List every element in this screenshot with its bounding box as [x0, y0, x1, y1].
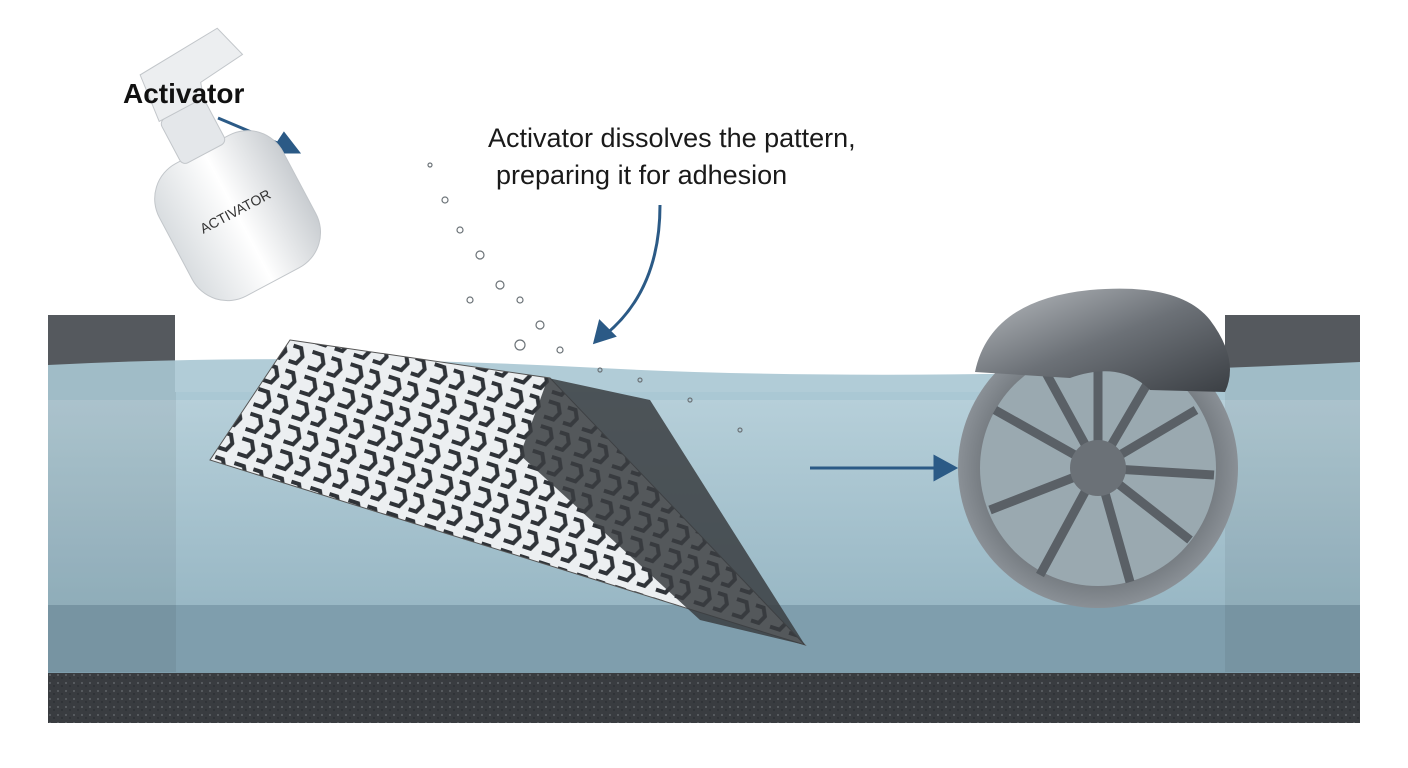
- caption-line-1: Activator dissolves the pattern,: [488, 123, 856, 153]
- arrow-to-wheel: [810, 454, 959, 482]
- wheel-rim: [958, 328, 1238, 608]
- caption-line-2: preparing it for adhesion: [496, 160, 788, 190]
- helmet: [975, 288, 1230, 392]
- caption: Activator dissolves the pattern, prepari…: [488, 120, 856, 194]
- spray-droplets: [427, 162, 743, 433]
- arrow-to-film: [592, 204, 662, 345]
- activator-label: Activator: [123, 78, 245, 109]
- dissolved-film-area: [520, 378, 805, 645]
- tank-glass-right: [1225, 392, 1360, 672]
- spray-bottle: ACTIVATOR: [139, 27, 322, 302]
- tank-glass-left: [48, 392, 176, 672]
- tank-floor: [48, 673, 1360, 723]
